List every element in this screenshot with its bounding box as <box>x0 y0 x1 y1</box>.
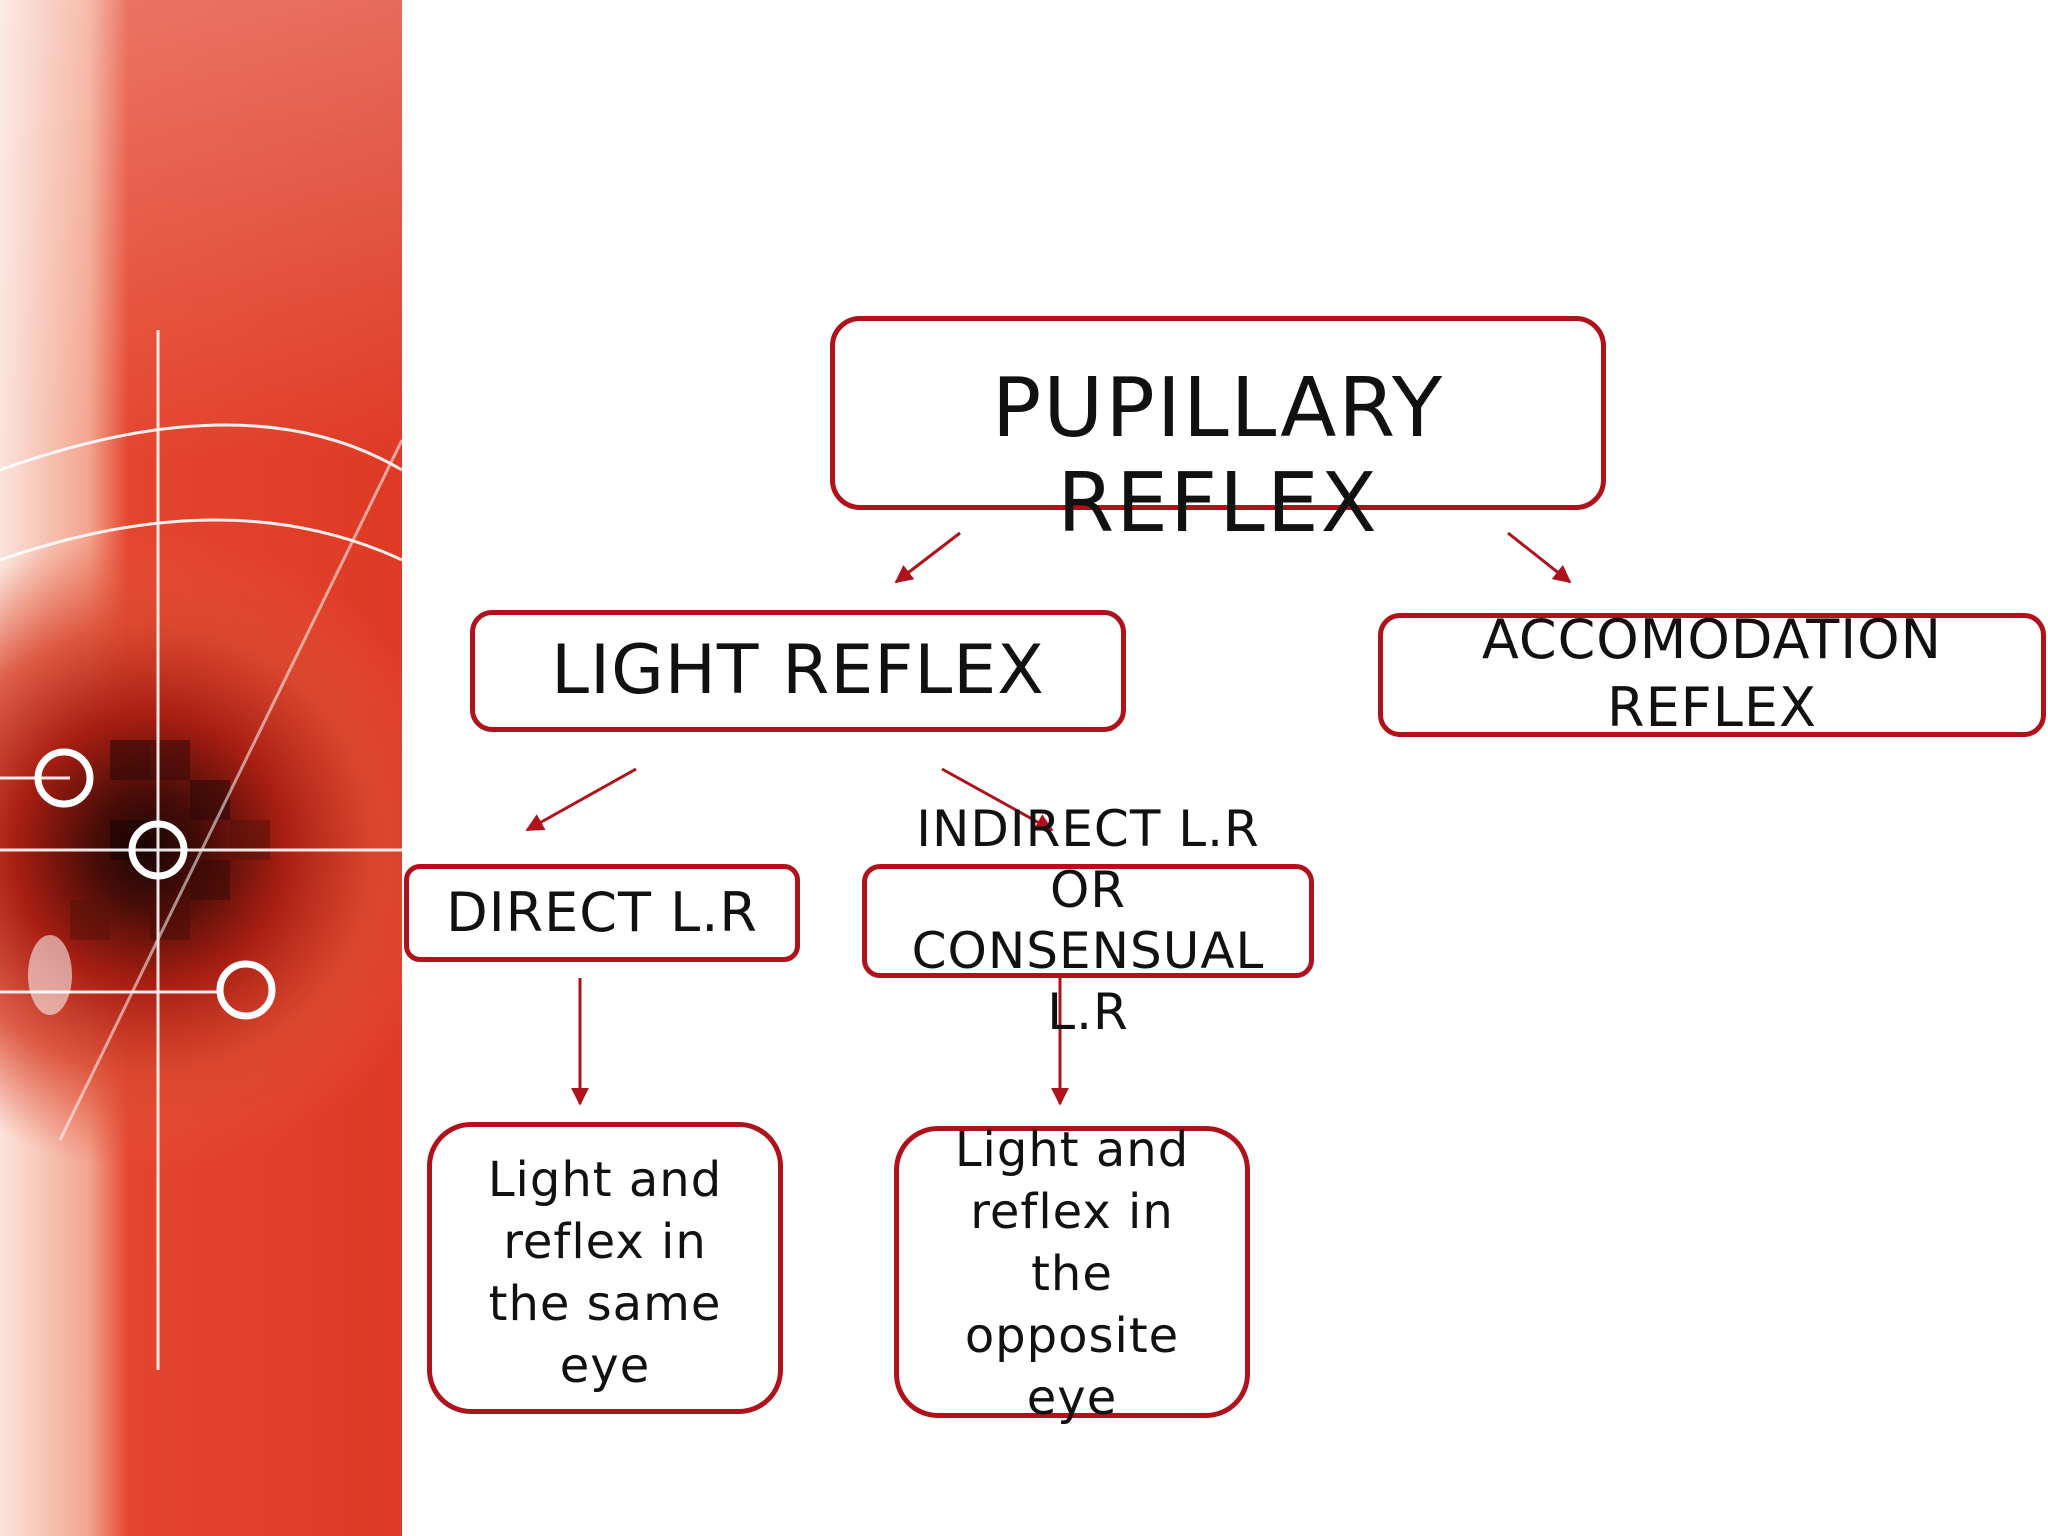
node-indirect-lr: INDIRECT L.R OR CONSENSUAL L.R <box>862 800 1314 1041</box>
node-same-eye: Light and reflex in the same eye <box>427 1122 783 1414</box>
node-label: Light and reflex in the opposite eye <box>954 1122 1190 1426</box>
node-opposite-eye: Light and reflex in the opposite eye <box>894 1122 1250 1426</box>
node-light-reflex: LIGHT REFLEX <box>470 610 1126 732</box>
node-accommodation-reflex: ACCOMODATION REFLEX <box>1378 608 2046 739</box>
node-label: INDIRECT L.R OR CONSENSUAL L.R <box>911 800 1265 1041</box>
node-label: Light and reflex in the same eye <box>487 1152 723 1394</box>
node-label: DIRECT L.R <box>446 881 758 944</box>
arrow-light-to-direct <box>525 767 637 832</box>
node-direct-lr: DIRECT L.R <box>404 864 800 962</box>
node-label: LIGHT REFLEX <box>551 631 1045 710</box>
node-label: ACCOMODATION REFLEX <box>1481 608 1943 739</box>
decorative-eye-band <box>0 0 402 1536</box>
node-pupillary-reflex: PUPILLARY REFLEX <box>830 316 1606 551</box>
arrow-root-to-light <box>894 531 961 584</box>
node-label: PUPILLARY REFLEX <box>991 361 1445 551</box>
arrow-root-to-accommodation <box>1507 531 1572 584</box>
eye-crosshair-image <box>0 0 402 1536</box>
arrow-light-to-indirect <box>941 767 1054 832</box>
